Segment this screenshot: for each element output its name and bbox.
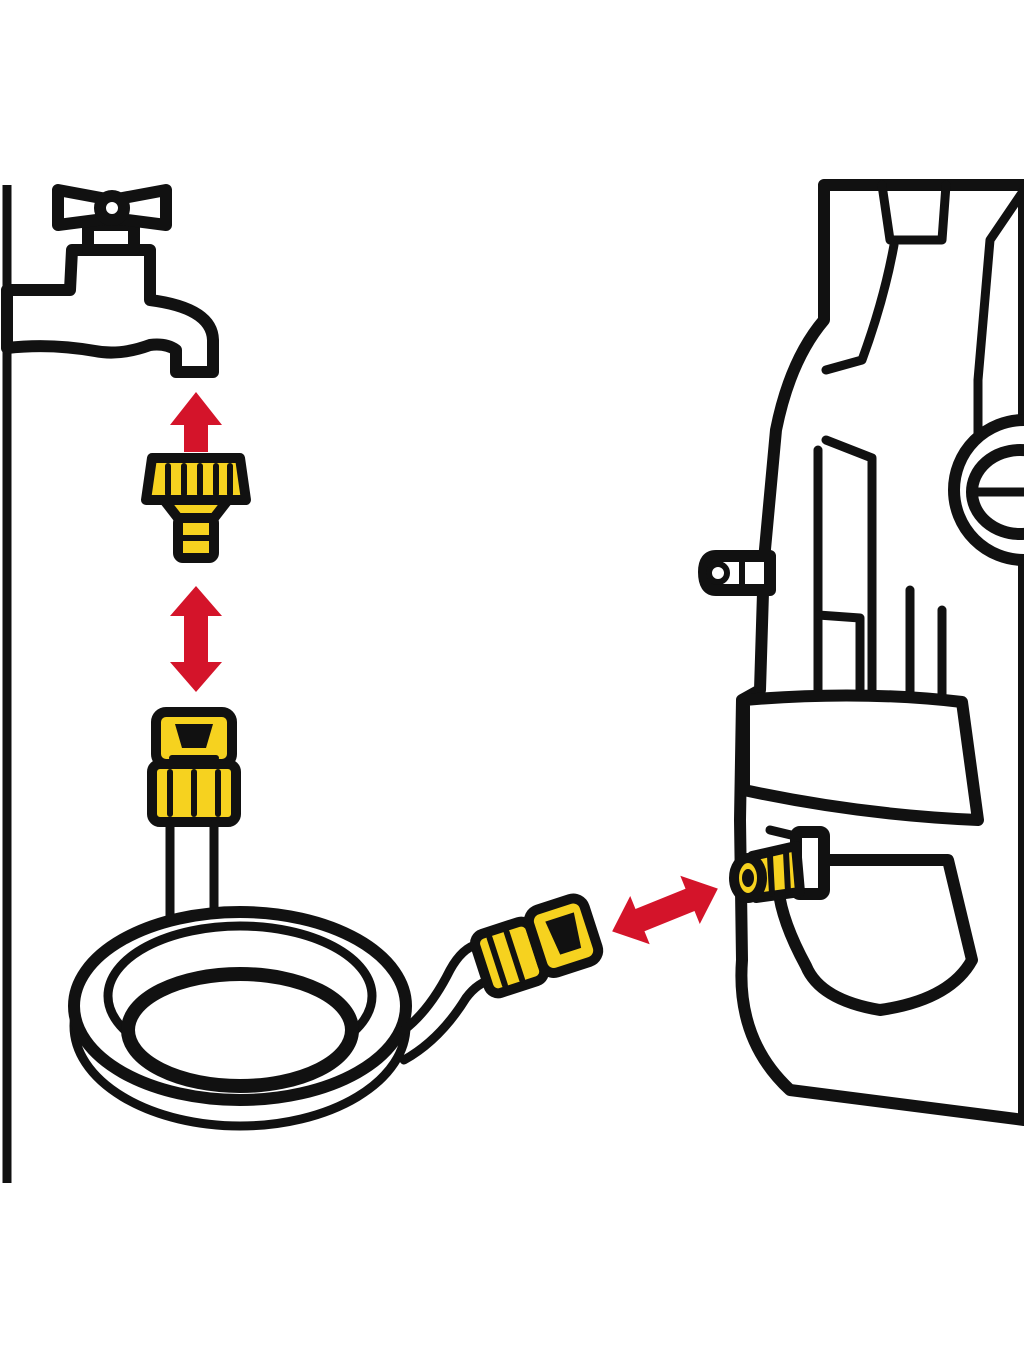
pressure-washer-icon: [698, 179, 1024, 1126]
water-tap-icon: [1, 184, 219, 378]
double-arrow-icon: [612, 875, 718, 945]
inlet-connector-icon: [729, 826, 830, 903]
tap-adapter-icon: [141, 453, 251, 563]
double-arrow-icon: [170, 586, 222, 692]
double-arrow-icon: [170, 392, 222, 452]
hose-coupling-icon: [147, 707, 241, 827]
hose-coupling-icon: [470, 893, 604, 999]
coiled-hose-icon: [68, 819, 497, 1131]
